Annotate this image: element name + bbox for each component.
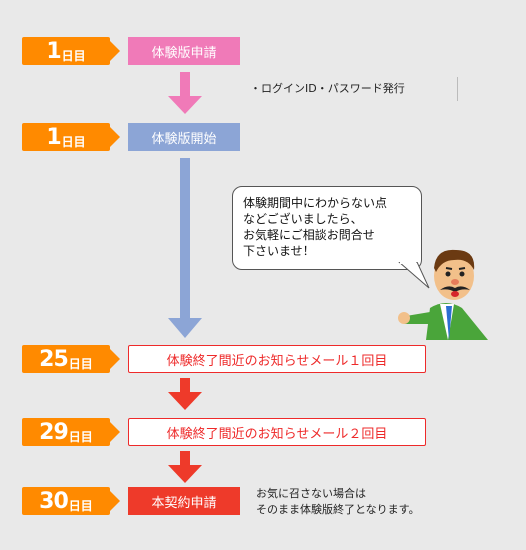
day-number: 1 — [46, 39, 61, 64]
bubble-line: 体験期間中にわからない点 — [243, 196, 388, 210]
login-issue-note: ・ログインID・パスワード発行 — [250, 82, 405, 95]
down-arrow-red — [168, 378, 202, 410]
day-unit: 日目 — [61, 135, 86, 149]
bubble-line: お気軽にご相談お問合せ — [243, 228, 375, 242]
bubble-line: 下さいませ！ — [243, 244, 315, 258]
down-arrow-red — [168, 451, 202, 483]
speech-bubble: 体験期間中にわからない点 などございましたら、 お気軽にご相談お問合せ 下さいま… — [232, 186, 422, 270]
step-trial-application: 体験版申請 — [128, 37, 240, 65]
bubble-tail — [398, 262, 430, 289]
step-contract-application: 本契約申請 — [128, 487, 240, 515]
day-number: 30 — [39, 489, 69, 514]
day-unit: 日目 — [68, 499, 93, 513]
note-line: お気に召さない場合は — [256, 487, 366, 500]
bubble-line: などございましたら、 — [243, 212, 363, 226]
day-unit: 日目 — [68, 430, 93, 444]
day-unit: 日目 — [68, 357, 93, 371]
day-number: 1 — [46, 125, 61, 150]
divider-line — [457, 77, 458, 101]
down-arrow-pink — [168, 72, 202, 114]
day-number: 25 — [39, 347, 69, 372]
step-second-reminder-mail: 体験終了間近のお知らせメール２回目 — [128, 418, 426, 446]
down-arrow-blue — [168, 158, 202, 338]
day-number: 29 — [39, 420, 69, 445]
note-line: そのまま体験版終了となります。 — [256, 503, 420, 516]
mascot-man-icon — [398, 249, 488, 340]
step-first-reminder-mail: 体験終了間近のお知らせメール１回目 — [128, 345, 426, 373]
trial-end-note: お気に召さない場合は そのまま体験版終了となります。 — [256, 486, 420, 518]
step-trial-start: 体験版開始 — [128, 123, 240, 151]
day-unit: 日目 — [61, 49, 86, 63]
